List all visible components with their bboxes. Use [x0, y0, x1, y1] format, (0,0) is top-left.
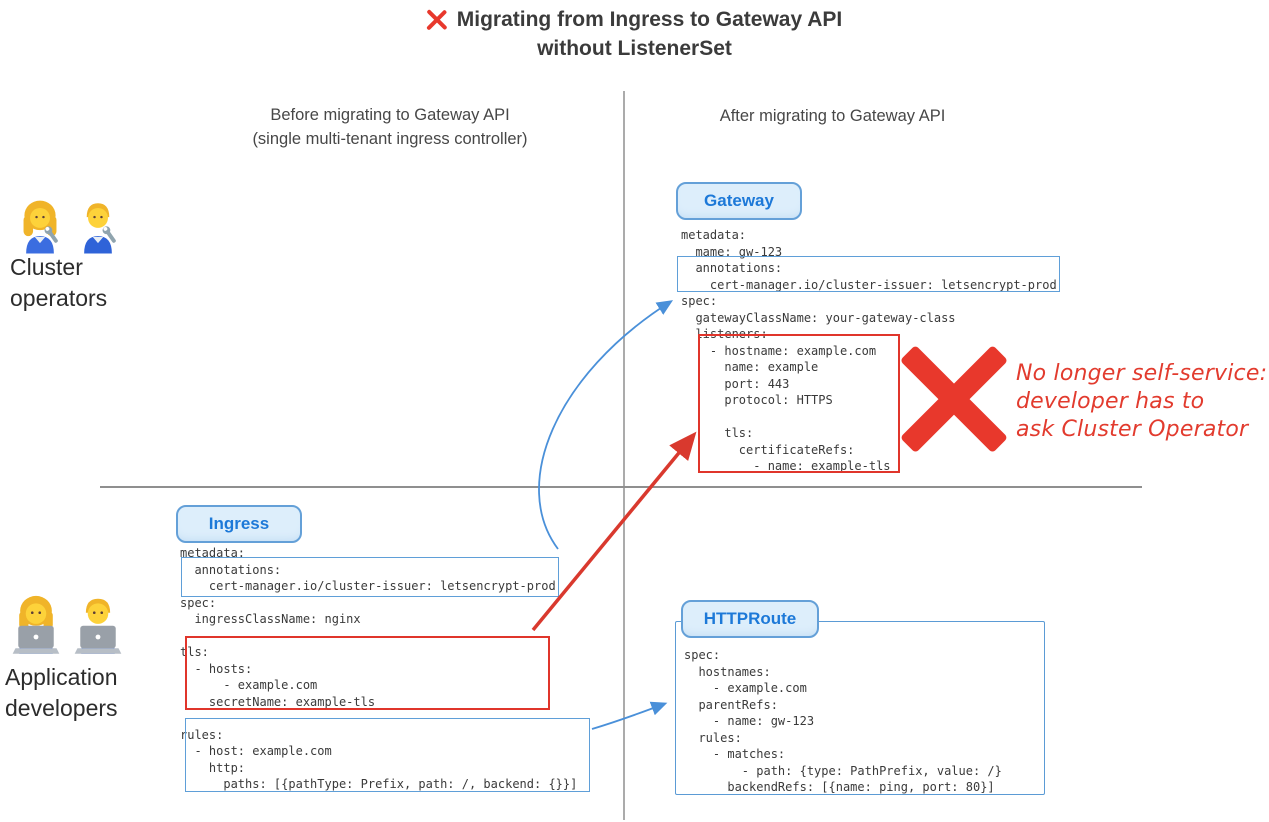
code-line: cert-manager.io/cluster-issuer: letsencr…: [681, 277, 1057, 292]
code-line: - example.com: [180, 678, 318, 692]
code-line: paths: [{pathType: Prefix, path: /, back…: [180, 777, 578, 791]
httproute-yaml-panel: HTTPRoute spec: hostnames: - example.com…: [675, 600, 1045, 796]
application-developers-line2: developers: [5, 695, 118, 721]
vertical-divider: [623, 91, 625, 820]
code-line: metadata:: [681, 228, 747, 242]
application-developers-line1: Application: [5, 664, 118, 690]
gateway-tag-label: Gateway: [704, 191, 774, 210]
horizontal-divider: [100, 486, 1142, 488]
code-line: hostnames:: [684, 664, 771, 679]
code-line: - matches:: [684, 747, 786, 761]
code-line: spec:: [684, 648, 721, 662]
ingress-yaml-panel: metadata: annotations: cert-manager.io/c…: [176, 545, 616, 793]
cluster-operators-icons: [14, 194, 124, 254]
title-text-line1: Migrating from Ingress to Gateway API: [456, 8, 843, 31]
cluster-operators-line2: operators: [10, 285, 108, 311]
code-line: listeners:: [681, 327, 768, 341]
code-line: spec:: [180, 595, 217, 610]
woman-technologist-icon: [12, 595, 60, 654]
code-line: certificateRefs:: [681, 442, 855, 457]
code-line: [180, 628, 616, 645]
code-line: tls:: [180, 645, 209, 659]
diagram-title: Migrating from Ingress to Gateway API wi…: [0, 8, 1269, 61]
note-line1: No longer self-service:: [1016, 361, 1268, 386]
code-line: cert-manager.io/cluster-issuer: letsencr…: [180, 579, 556, 593]
code-line: http:: [180, 760, 246, 775]
code-line: rules:: [180, 727, 224, 742]
code-line: spec:: [681, 294, 718, 308]
title-text-line2: without ListenerSet: [537, 37, 732, 60]
ingress-tag-label: Ingress: [208, 514, 270, 533]
gateway-resource-tag: Gateway: [676, 182, 802, 220]
code-line: tls:: [681, 426, 754, 440]
application-developers-icons: [8, 592, 126, 654]
application-developers-label: Application developers: [5, 662, 118, 724]
httproute-yaml-code: spec: hostnames: - example.com parentRef…: [676, 622, 1044, 796]
code-line: - host: example.com: [180, 744, 332, 758]
before-column-header: Before migrating to Gateway API (single …: [150, 103, 630, 151]
code-line: - name: example-tls: [681, 459, 891, 473]
httproute-tag-label: HTTPRoute: [703, 609, 797, 628]
before-header-line1: Before migrating to Gateway API: [270, 106, 510, 124]
httproute-resource-tag: HTTPRoute: [681, 600, 819, 638]
code-line: name: example: [681, 360, 819, 374]
after-header-text: After migrating to Gateway API: [719, 107, 946, 125]
red-cross-icon: [427, 10, 448, 31]
code-line: - path: {type: PathPrefix, value: /}: [684, 763, 1002, 778]
code-line: - hostname: example.com: [681, 343, 877, 358]
gateway-yaml-code: metadata: mame: gw-123 annotations: cert…: [677, 227, 1097, 475]
code-line: backendRefs: [{name: ping, port: 80}]: [684, 780, 995, 794]
note-line2: developer has to: [1016, 389, 1205, 414]
woman-mechanic-icon: [23, 200, 58, 254]
ingress-resource-tag: Ingress: [176, 505, 302, 543]
code-line: annotations:: [681, 261, 783, 275]
ingress-yaml-code: metadata: annotations: cert-manager.io/c…: [176, 545, 616, 793]
code-line: - name: gw-123: [684, 714, 815, 728]
code-line: secretName: example-tls: [180, 694, 376, 709]
after-column-header: After migrating to Gateway API: [645, 104, 1020, 128]
code-line: gatewayClassName: your-gateway-class: [681, 310, 956, 325]
code-line: port: 443: [681, 376, 790, 391]
cluster-operators-line1: Cluster: [10, 254, 83, 280]
man-technologist-icon: [74, 598, 122, 654]
code-line: metadata:: [180, 546, 246, 560]
code-line: mame: gw-123: [681, 244, 783, 259]
code-line: annotations:: [180, 562, 282, 577]
before-header-line2: (single multi-tenant ingress controller): [252, 130, 528, 148]
handwritten-note: No longer self-service: developer has to…: [1016, 360, 1269, 444]
code-line: rules:: [684, 730, 742, 745]
man-mechanic-icon: [84, 203, 116, 254]
code-line: - example.com: [684, 681, 807, 695]
annotations-migration-arrow: [538, 300, 674, 550]
code-line: [180, 710, 616, 727]
code-line: ingressClassName: nginx: [180, 612, 361, 626]
note-line3: ask Cluster Operator: [1016, 417, 1249, 442]
big-red-cross-icon: [902, 347, 1006, 451]
code-line: parentRefs:: [684, 697, 778, 712]
cluster-operators-label: Cluster operators: [10, 252, 107, 314]
code-line: - hosts:: [180, 661, 253, 676]
code-line: protocol: HTTPS: [681, 393, 833, 407]
